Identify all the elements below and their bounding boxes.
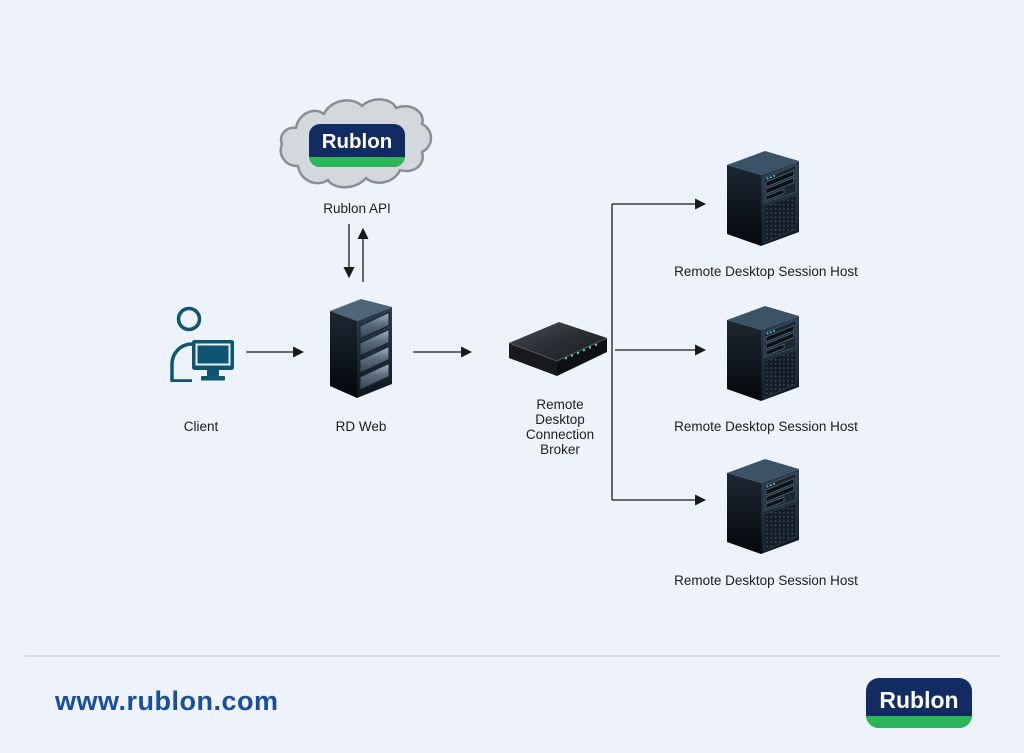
node-client [168, 306, 234, 387]
rublon-logo-cloud-text: Rublon [322, 130, 393, 153]
rack-server-icon [327, 294, 395, 402]
website-text: www.rublon.com [55, 686, 279, 716]
label-broker-line2: Desktop [535, 412, 585, 427]
tower-server-icon [723, 456, 803, 556]
monitor-icon [192, 340, 234, 381]
node-rd-web [327, 294, 395, 407]
footer-divider [25, 655, 1000, 657]
rublon-logo-footer-text: Rublon [879, 687, 958, 713]
cloud-icon: Rublon [279, 98, 433, 189]
node-connection-broker [503, 316, 613, 385]
label-client: Client [183, 419, 219, 434]
rublon-logo-cloud [309, 124, 405, 167]
label-broker-line4: Broker [540, 442, 580, 457]
node-session-host-1 [723, 148, 803, 253]
label-broker-line1: Remote [536, 397, 584, 412]
footer-rublon-logo: Rublon [866, 678, 972, 733]
node-session-host-2 [723, 303, 803, 408]
label-session-host-2: Remote Desktop Session Host [674, 419, 858, 434]
label-session-host-3: Remote Desktop Session Host [674, 573, 858, 588]
rublon-logo-icon: Rublon [866, 678, 972, 728]
node-session-host-3 [723, 456, 803, 561]
label-rublon-api: Rublon API [323, 201, 391, 216]
user-workstation-icon [170, 306, 234, 383]
label-connection-broker: Remote Desktop Connection Broker [510, 397, 610, 457]
tower-server-icon [723, 303, 803, 403]
label-session-host-1: Remote Desktop Session Host [674, 264, 858, 279]
tower-server-icon [723, 148, 803, 248]
node-rublon-api: Rublon [276, 94, 436, 203]
label-broker-line3: Connection [525, 427, 595, 442]
network-appliance-icon [503, 316, 613, 380]
label-rd-web: RD Web [335, 419, 387, 434]
